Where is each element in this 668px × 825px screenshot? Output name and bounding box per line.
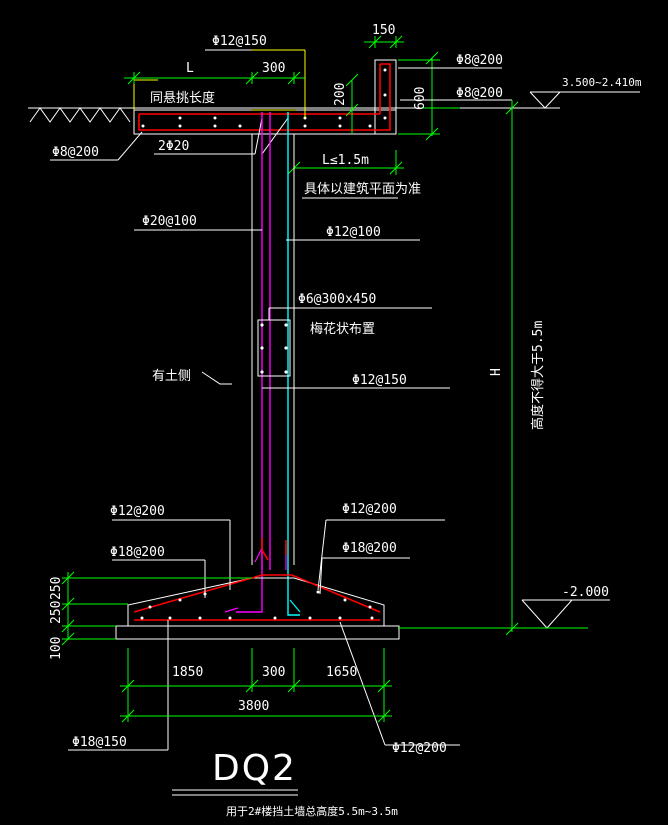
label-dim-300-top: 300 [262,61,285,76]
label-plum-note: 梅花状布置 [310,321,375,337]
label-elevation-bottom: -2.000 [562,585,609,600]
label-rebar-phi6: Φ6@300x450 [298,292,376,307]
wall-stem [251,134,295,565]
label-rebar-top: Φ12@150 [212,34,267,49]
label-rebar-top-right1: Φ8@200 [456,53,503,68]
label-dim-600: 600 [413,87,428,110]
elevation-bottom-marker [398,599,610,629]
label-dim-L: L [186,61,194,76]
label-dim-150: 150 [372,23,395,38]
dim-footing-horizontal [120,648,392,723]
label-dim-L15: L≤1.5m [322,153,369,168]
footing-rebar-dots [140,590,374,620]
label-rebar-left: Φ8@200 [52,145,99,160]
wall-rebar-magenta [236,112,271,613]
label-dim-3800: 3800 [238,699,269,714]
label-dim-100: 100 [49,637,64,660]
footing-rebar [133,538,381,621]
drawing-subtitle: 用于2#楼挡土墙总高度5.5m~3.5m [226,804,398,818]
dim-height [505,100,519,636]
label-dim-250a: 250 [49,577,64,600]
label-base-rebar-l2: Φ18@200 [110,545,165,560]
label-arch-note: 具体以建筑平面为准 [304,181,421,197]
label-rebar-phi12-150: Φ12@150 [352,373,407,388]
label-base-rebar-r1: Φ12@200 [342,502,397,517]
label-rebar-bottom-left: Φ18@150 [72,735,127,750]
footing-outline [115,577,400,640]
label-base-rebar-l1: Φ12@200 [110,504,165,519]
label-elevation-top: 3.500~2.410m [562,76,642,89]
dim-footing-vertical [61,571,252,646]
label-dim-250b: 250 [49,601,64,624]
soil-hatch-icon [29,107,131,123]
elevation-top-marker [520,91,640,109]
canopy-rebar-dots [141,68,387,128]
label-dim-1850: 1850 [172,665,203,680]
leader-lines-wall [134,229,450,389]
label-dim-200: 200 [333,83,348,106]
label-base-rebar-r2: Φ18@200 [342,541,397,556]
label-soil-side: 有土侧 [152,369,191,384]
label-dim-1650: 1650 [326,665,357,680]
leader-lines-top [50,49,512,199]
wall-rebar-cyan [287,112,300,616]
footing-rebar-magenta-hook [224,607,239,613]
footing-rebar-cyan-hook [289,599,301,613]
label-rebar-top-right2: Φ8@200 [456,86,503,101]
label-rebar-2phi20: 2Φ20 [158,139,189,154]
label-rebar-phi12-100: Φ12@100 [326,225,381,240]
label-dim-H: H [489,368,504,376]
label-cantilever-note: 同悬挑长度 [150,90,215,106]
label-rebar-bottom-right: Φ12@200 [392,741,447,756]
label-dim-300-bottom: 300 [262,665,285,680]
title-underline [172,789,298,796]
canopy-rebar [138,63,391,131]
label-rebar-phi20: Φ20@100 [142,214,197,229]
tie-dots [260,323,288,374]
drawing-title: DQ2 [212,748,297,789]
leader-lines-footing [68,519,460,751]
label-height-note: 高度不得大于5.5m [530,321,546,430]
tie-detail [257,307,432,377]
